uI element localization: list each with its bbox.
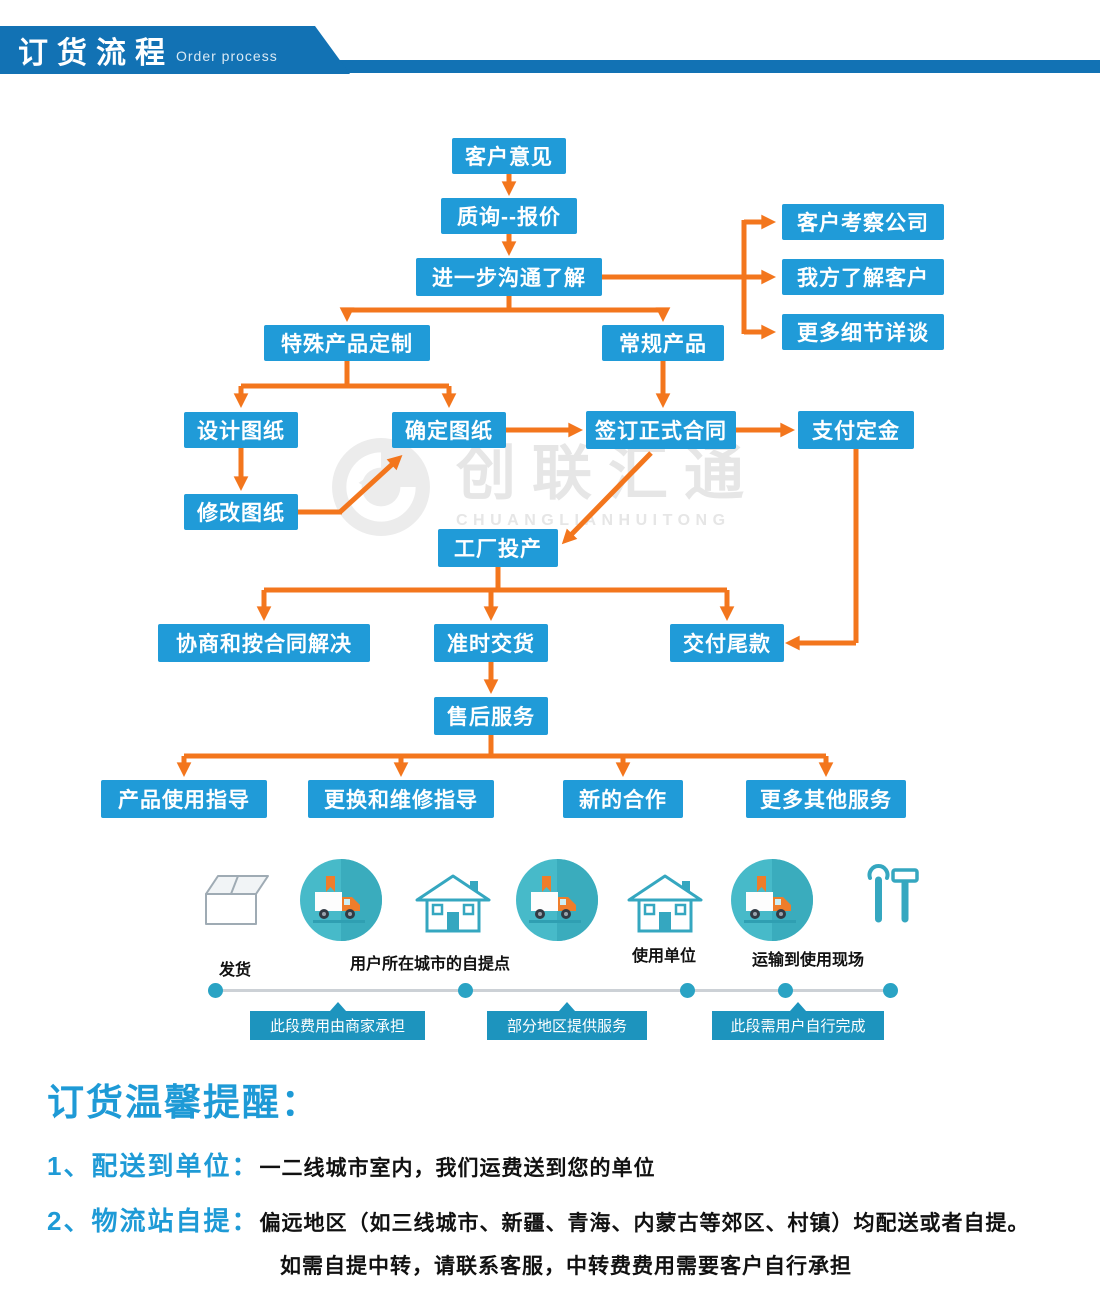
watermark-cn: 创联汇通 xyxy=(456,440,760,507)
timeline-dot xyxy=(208,983,223,998)
ship-label: 发货 xyxy=(218,962,251,979)
reminder-item-text: 偏远地区（如三线城市、新疆、青海、内蒙古等郊区、村镇）均配送或者自提。 xyxy=(259,1212,1030,1235)
reminder-item-number: 2、 xyxy=(47,1206,92,1236)
reminder-title: 订货温馨提醒： xyxy=(47,1082,320,1123)
truck-icon xyxy=(300,859,382,941)
reminder-note: 如需自提中转，请联系客服，中转费费用需要客户自行承担 xyxy=(280,1255,852,1278)
flowchart-arrows xyxy=(176,174,859,777)
truck-icon xyxy=(516,859,598,941)
flow-node-design-drawing: 设计图纸 xyxy=(184,412,298,448)
watermark-text: 创联汇通 CHUANGLIANHUITONG xyxy=(456,444,760,530)
timeline-line xyxy=(215,989,891,992)
reminder-item-text: 一二线城市室内，我们运费送到您的单位 xyxy=(259,1157,656,1180)
reminder-item-number: 1、 xyxy=(47,1151,92,1181)
flow-node-new-cooperation: 新的合作 xyxy=(563,780,683,818)
timeline-dot xyxy=(883,983,898,998)
flow-node-negotiate-solution: 协商和按合同解决 xyxy=(158,624,370,662)
flow-node-regular-product: 常规产品 xyxy=(602,325,724,361)
flow-node-pay-deposit: 支付定金 xyxy=(798,411,914,449)
flow-node-inquiry-quote: 质询--报价 xyxy=(441,198,577,234)
pickup-point-label: 用户所在城市的自提点 xyxy=(349,956,510,973)
page-subtitle: Order process xyxy=(176,48,278,64)
flow-node-confirm-drawing: 确定图纸 xyxy=(392,412,506,448)
timeline-tag: 部分地区提供服务 xyxy=(487,1002,647,1040)
truck-icon xyxy=(731,859,813,941)
flow-node-customer-opinion: 客户意见 xyxy=(452,138,566,174)
flow-node-more-details: 更多细节详谈 xyxy=(782,314,944,350)
flow-node-modify-drawing: 修改图纸 xyxy=(184,494,298,530)
flow-node-aftersales-service: 售后服务 xyxy=(434,697,548,735)
flow-node-factory-production: 工厂投产 xyxy=(438,529,558,567)
timeline-tag: 此段费用由商家承担 xyxy=(250,1002,425,1040)
timeline-dot xyxy=(680,983,695,998)
reminder-item-label: 配送到单位： xyxy=(91,1151,260,1181)
brand-logo-icon xyxy=(332,438,430,536)
timeline-dot xyxy=(458,983,473,998)
flow-node-repair-guide: 更换和维修指导 xyxy=(308,780,494,818)
flow-node-usage-guide: 产品使用指导 xyxy=(101,780,267,818)
flow-node-ontime-delivery: 准时交货 xyxy=(434,624,548,662)
header-banner: 订货流程 Order process xyxy=(0,26,350,74)
watermark-en: CHUANGLIANHUITONG xyxy=(456,512,731,529)
flow-node-customer-inspect: 客户考察公司 xyxy=(782,204,944,240)
flow-node-pay-balance: 交付尾款 xyxy=(670,624,784,662)
reminder-item-label: 物流站自提： xyxy=(91,1206,260,1236)
watermark: 创联汇通 CHUANGLIANHUITONG xyxy=(330,436,760,538)
flow-node-know-customer: 我方了解客户 xyxy=(782,259,944,295)
house-icon xyxy=(627,874,703,933)
flow-node-more-services: 更多其他服务 xyxy=(746,780,906,818)
flow-node-special-custom: 特殊产品定制 xyxy=(264,325,430,361)
tools-icon xyxy=(867,864,919,923)
to-site-label: 运输到使用现场 xyxy=(751,952,864,969)
house-icon xyxy=(415,874,491,933)
timeline-dot xyxy=(778,983,793,998)
reminder-item: 2、物流站自提：偏远地区（如三线城市、新疆、青海、内蒙古等郊区、村镇）均配送或者… xyxy=(47,1201,1029,1238)
page-title: 订货流程 xyxy=(18,37,174,70)
use-unit-label: 使用单位 xyxy=(631,948,696,965)
flow-node-further-communication: 进一步沟通了解 xyxy=(416,258,602,296)
reminder-item: 1、配送到单位：一二线城市室内，我们运费送到您的单位 xyxy=(47,1146,655,1183)
flow-node-sign-contract: 签订正式合同 xyxy=(586,411,736,449)
timeline-tag: 此段需用户自行完成 xyxy=(712,1002,884,1040)
package-icon xyxy=(205,875,269,925)
